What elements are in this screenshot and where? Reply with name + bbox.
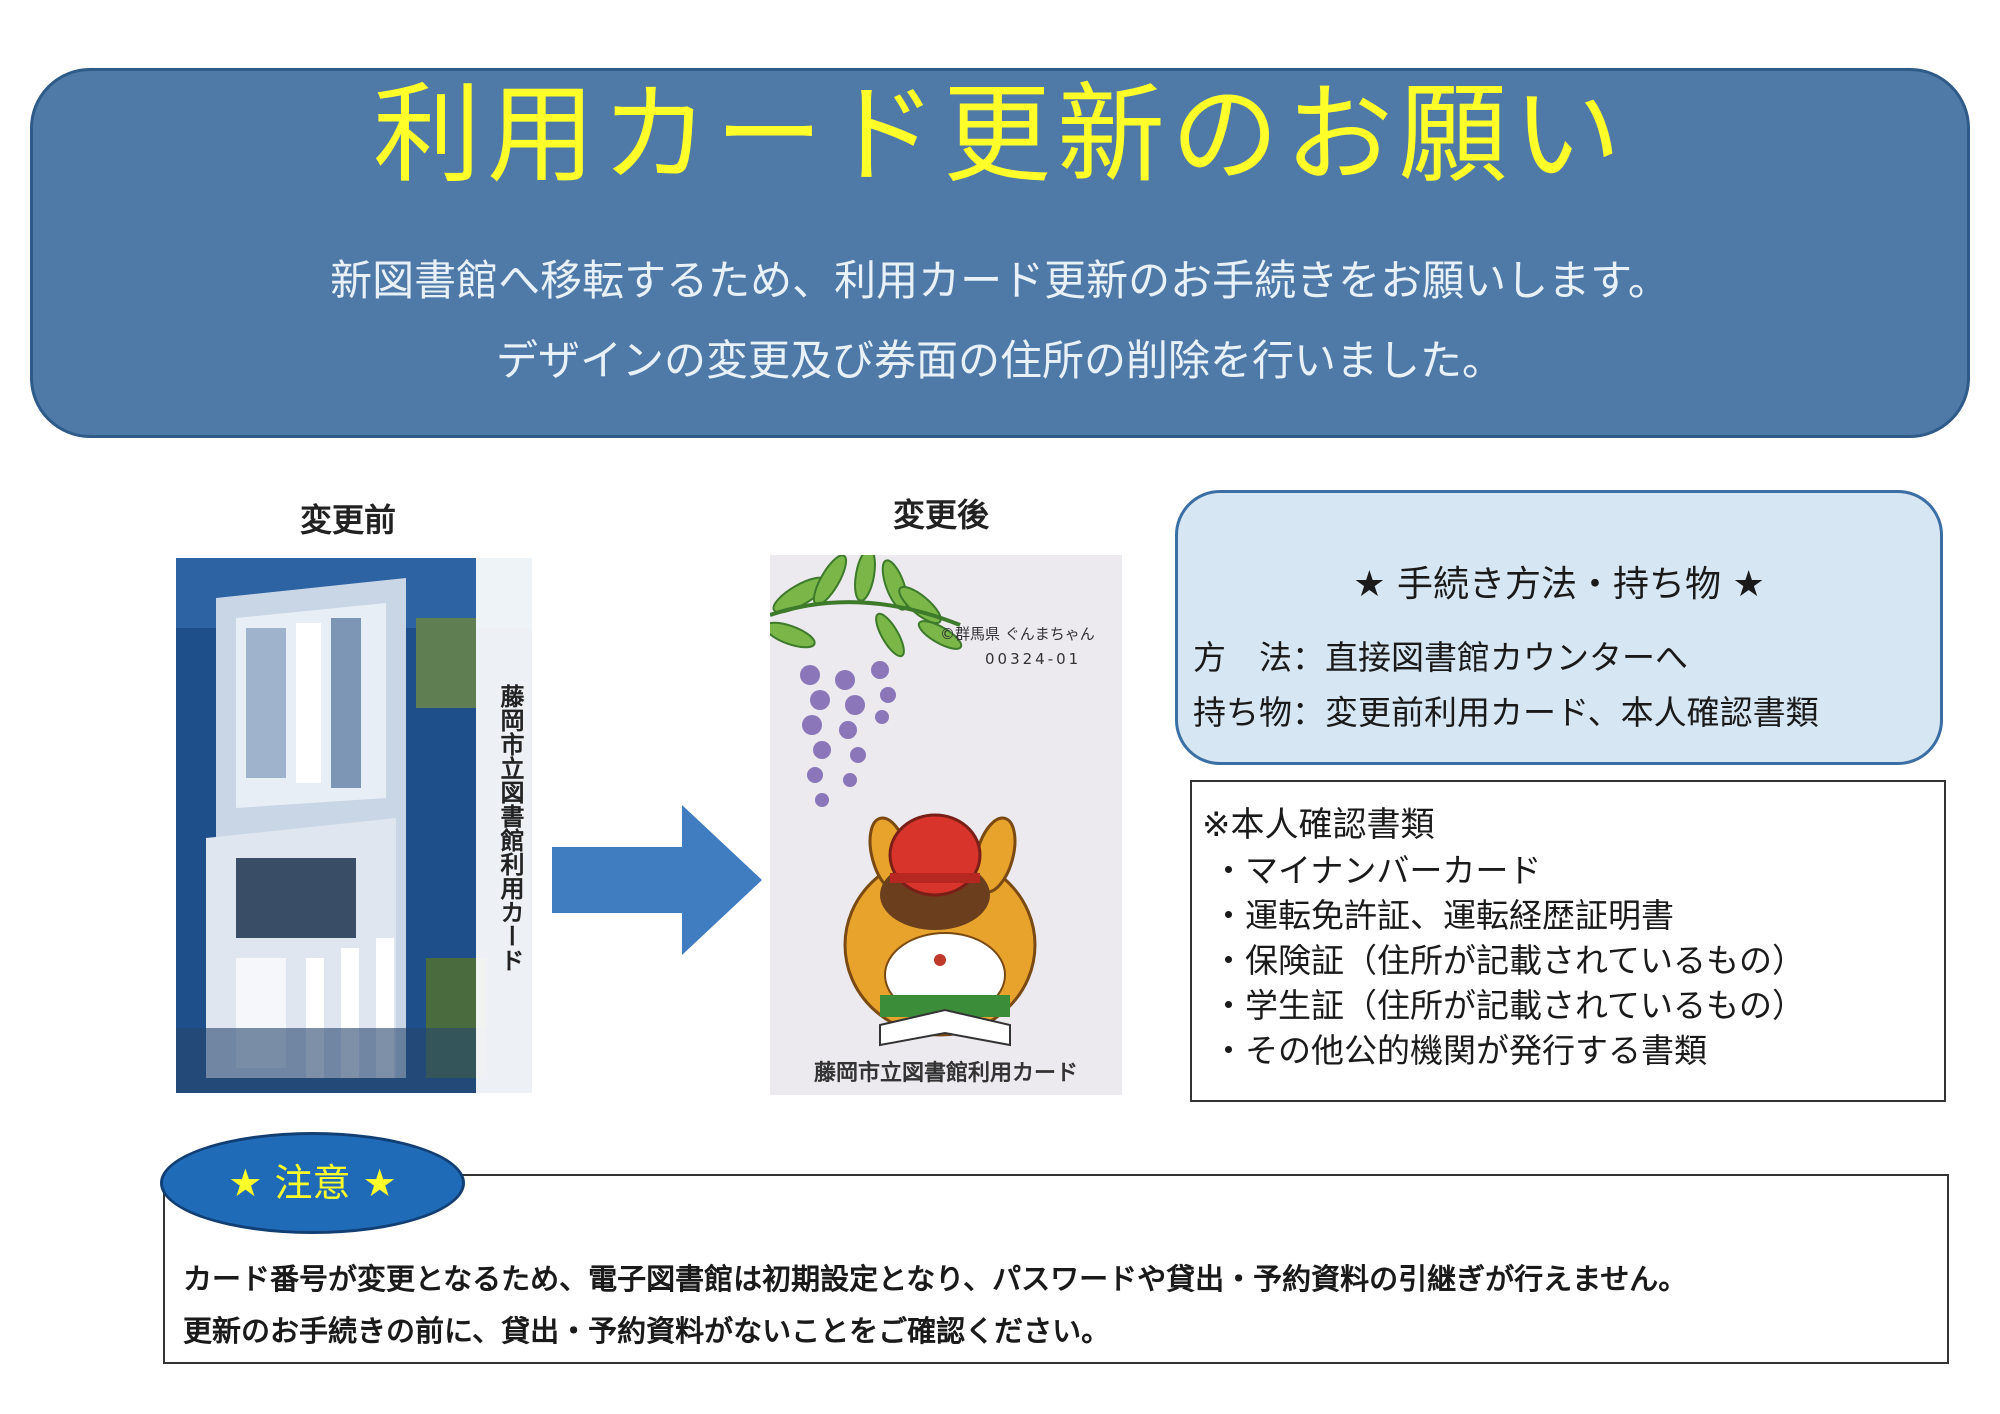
page-title: 利用カード更新のお願い <box>372 73 1627 198</box>
id-documents-box: ※本人確認書類 ・マイナンバーカード ・運転免許証、運転経歴証明書 ・保険証（住… <box>1190 780 1946 1102</box>
after-caption: 変更後 <box>893 496 990 534</box>
procedure-title: ★ 手続き方法・持ち物 ★ <box>1353 564 1765 605</box>
list-item: ・その他公的機関が発行する書類 <box>1212 1031 1707 1070</box>
method-label: 方 法： <box>1193 638 1325 677</box>
banner-subtitle-2: デザインの変更及び券面の住所の削除を行いました。 <box>495 336 1504 385</box>
copyright-text: ©群馬県 ぐんまちゃん <box>940 625 1095 643</box>
arrow-right-icon <box>552 805 762 955</box>
items-value: 変更前利用カード、本人確認書類 <box>1325 693 1819 732</box>
method-value: 直接図書館カウンターへ <box>1325 638 1688 677</box>
id-documents-title: ※本人確認書類 <box>1202 805 1435 845</box>
method-row: 方 法：直接図書館カウンターへ <box>1193 631 1688 679</box>
list-item: ・学生証（住所が記載されているもの） <box>1212 986 1806 1025</box>
list-item: ・マイナンバーカード <box>1212 851 1542 890</box>
notice-line-2: 更新のお手続きの前に、貸出・予約資料がないことをご確認ください。 <box>183 1314 1111 1348</box>
notice-box: カード番号が変更となるため、電子図書館は初期設定となり、パスワードや貸出・予約資… <box>163 1174 1949 1364</box>
banner-subtitle-1: 新図書館へ移転するため、利用カード更新のお手続きをお願いします。 <box>330 256 1670 305</box>
items-row: 持ち物：変更前利用カード、本人確認書類 <box>1193 686 1819 734</box>
new-library-card-image: ©群馬県 ぐんまちゃん 00324-01 藤岡市立図書館利用カード <box>770 555 1122 1095</box>
notice-line-1: カード番号が変更となるため、電子図書館は初期設定となり、パスワードや貸出・予約資… <box>183 1262 1688 1296</box>
before-caption: 変更前 <box>300 501 397 539</box>
old-library-card-image: 藤岡市立図書館利用カード <box>176 558 532 1093</box>
new-card-text: 藤岡市立図書館利用カード <box>813 1061 1078 1086</box>
old-card-text: 藤岡市立図書館利用カード <box>496 684 524 972</box>
list-item: ・保険証（住所が記載されているもの） <box>1212 941 1806 980</box>
header-banner <box>30 68 1970 438</box>
notice-badge: ★ 注意 ★ <box>160 1132 465 1234</box>
procedure-box: ★ 手続き方法・持ち物 ★ 方 法：直接図書館カウンターへ 持ち物：変更前利用カ… <box>1175 490 1943 765</box>
list-item: ・運転免許証、運転経歴証明書 <box>1212 896 1674 935</box>
items-label: 持ち物： <box>1193 693 1325 732</box>
card-code: 00324-01 <box>985 650 1082 668</box>
